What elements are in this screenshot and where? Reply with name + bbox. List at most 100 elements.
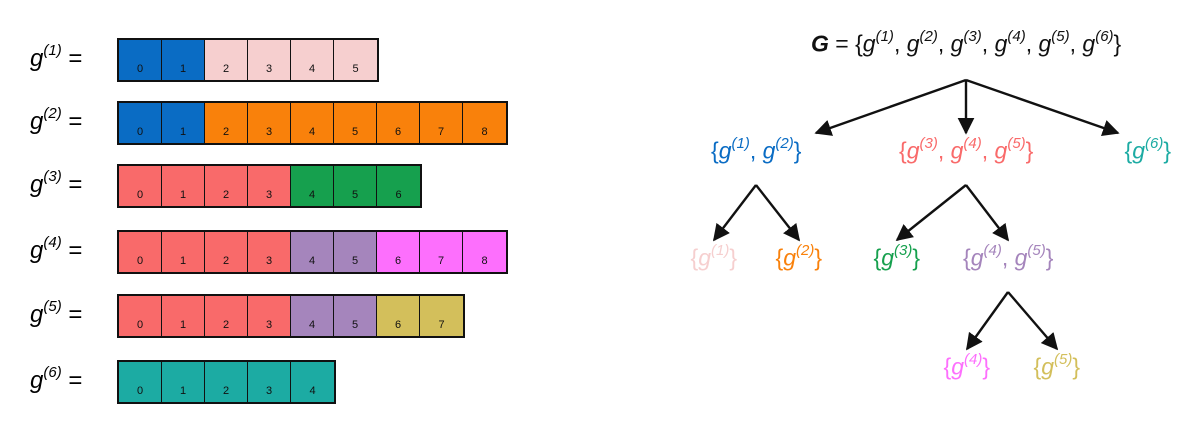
cell-index: 3 [265,63,273,75]
cell-index: 0 [136,319,144,331]
cell-index: 0 [136,255,144,267]
cell-index: 3 [265,189,273,201]
tree-node-n3: {g(3)} [874,242,921,272]
collection-symbol: G [811,30,829,57]
set-member-index: (1) [710,242,730,259]
set-brace-open: { [1124,137,1133,164]
set-member-index: (5) [1027,242,1046,259]
cell-index: 4 [308,319,316,331]
sequence-cell: 5 [334,232,377,272]
sequence-label: g(5) = [30,298,82,329]
set-member-index: (4) [963,351,983,368]
sequence-cell: 2 [205,103,248,143]
cell-index: 4 [309,385,316,397]
sequence-cell: 8 [463,232,506,272]
cell-index: 2 [222,63,230,75]
set-brace-open: { [943,353,952,380]
equals-sign: = [68,45,83,72]
set-brace-open: { [690,244,699,271]
set-separator: , [1001,244,1015,271]
sequence-label: g(6) = [30,364,82,395]
set-member-symbol: g [1041,353,1054,380]
equals-sign: = [68,171,83,198]
cell-index: 1 [179,255,187,267]
sequence-cell: 0 [119,232,162,272]
cell-index: 3 [265,385,273,397]
set-member-symbol: g [950,30,964,57]
set-brace-open: { [711,137,719,164]
set-member-symbol: g [906,137,920,164]
set-member-index: (2) [919,28,938,45]
cell-index: 8 [481,126,488,138]
sequence-cell: 3 [248,232,291,272]
sequence-label: g(1) = [30,42,83,73]
set-member-symbol: g [906,30,920,57]
sequence-cell: 8 [463,103,506,143]
set-member-symbol: g [1082,30,1096,57]
cell-index: 4 [308,189,316,201]
sequence-cell: 6 [377,103,420,143]
tree-edge-arrow [814,78,967,136]
sequence-cell: 3 [248,296,291,336]
sequence-symbol: g [30,367,44,394]
cell-index: 2 [222,189,230,201]
set-member-index: (4) [1007,28,1026,45]
sequence-cell: 1 [162,40,205,80]
cell-index: 6 [394,255,402,267]
tree-edge-arrow [1007,291,1059,351]
set-member-symbol: g [951,353,964,380]
set-member-symbol: g [762,137,776,164]
sequence-cell: 7 [420,232,463,272]
tree-node-n45: {g(4), g(5)} [963,242,1053,272]
sequence-cell: 5 [334,103,377,143]
cell-index: 2 [222,126,230,138]
cell-index: 6 [395,189,402,201]
set-member-index: (5) [1051,28,1070,45]
sequence-cell: 4 [291,362,334,402]
set-brace-close: } [814,244,823,271]
set-member-symbol: g [698,244,711,271]
set-brace-open: { [899,137,907,164]
sequence-cell: 6 [377,232,420,272]
set-separator: , [1069,30,1083,57]
set-member-index: (1) [731,135,750,152]
cell-index: 0 [136,126,144,138]
tree-edge-arrow [965,184,1010,242]
sequence-cell: 1 [162,166,205,206]
set-brace-close: } [982,353,991,380]
sequence-index: (5) [43,298,62,315]
set-brace-open: { [963,244,971,271]
set-member-symbol: g [950,137,964,164]
sequence-cell: 3 [248,362,291,402]
sequence-cell: 1 [162,362,205,402]
cell-index: 5 [351,189,359,201]
set-member-index: (4) [963,135,982,152]
sequence-cell: 3 [248,166,291,206]
tree-edge-arrow [965,78,1120,136]
sequence-cell: 6 [377,296,420,336]
sequence-cell: 4 [291,232,334,272]
set-member-index: (4) [983,242,1002,259]
sequence-label: g(4) = [30,234,82,265]
set-brace-close: } [1025,137,1034,164]
set-separator: , [981,30,995,57]
sequence-cell: 2 [205,40,248,80]
set-brace-open: { [1033,353,1042,380]
sequence-index: (2) [43,105,62,122]
sequence-cell: 2 [205,166,248,206]
sequence-cell: 6 [377,166,420,206]
cell-index: 4 [308,63,316,75]
cell-index: 1 [179,385,187,397]
set-member-index: (6) [1095,28,1114,45]
set-member-index: (3) [919,135,938,152]
cell-index: 7 [438,319,445,331]
sequence-index: (4) [43,234,62,251]
sequence-cell: 3 [248,103,291,143]
sequence-symbol: g [30,45,44,72]
set-member-symbol: g [970,244,984,271]
sequence-cell: 0 [119,296,162,336]
set-brace-open: { [775,244,784,271]
